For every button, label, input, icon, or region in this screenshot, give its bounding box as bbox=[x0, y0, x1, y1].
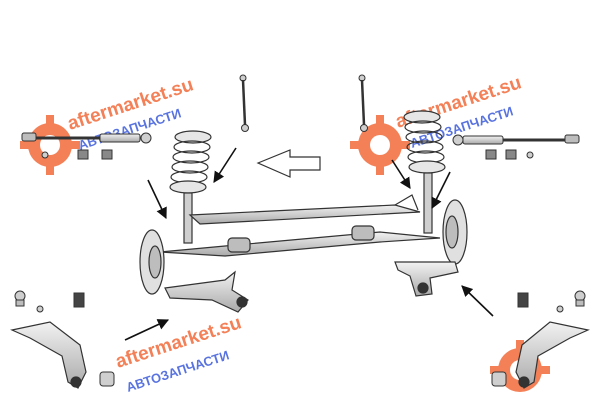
coil-spring-left bbox=[169, 130, 212, 244]
stabilizer-link-left bbox=[239, 74, 249, 132]
control-arm-left bbox=[164, 270, 249, 313]
control-arm-right bbox=[394, 261, 459, 297]
pointer-arrows bbox=[124, 147, 494, 341]
arrow-to-left-spring bbox=[213, 147, 237, 183]
wheel-hub-left bbox=[139, 229, 165, 295]
gear-icon bbox=[20, 115, 80, 175]
tie-rod-right bbox=[452, 134, 580, 160]
wheel-hub-right bbox=[442, 199, 468, 265]
arrow-to-left-strut bbox=[147, 179, 167, 220]
tie-rod-left bbox=[21, 132, 152, 160]
watermark-logo-bottom: aftermarket.su АВТОЗАПЧАСТИ bbox=[113, 312, 550, 395]
loose-control-arm-right bbox=[515, 321, 590, 389]
subframe bbox=[159, 194, 441, 257]
bushing-right-bottom bbox=[491, 371, 507, 387]
ball-joint-right bbox=[556, 290, 586, 313]
stabilizer-link-right bbox=[358, 74, 368, 132]
coil-spring-right bbox=[403, 110, 446, 234]
arrow-to-right-strut bbox=[391, 159, 411, 189]
ball-joint-left bbox=[14, 290, 44, 313]
loose-control-arm-left bbox=[10, 321, 87, 389]
watermark-logo-left: aftermarket.su АВТОЗАПЧАСТИ bbox=[20, 74, 196, 175]
arrow-to-right-spring bbox=[431, 171, 451, 210]
arrow-to-right-arm bbox=[461, 285, 494, 317]
bushing-right bbox=[517, 292, 529, 308]
arrow-to-left-arm bbox=[124, 319, 170, 341]
bushing-left-bottom bbox=[99, 371, 115, 387]
direction-arrow-icon bbox=[256, 149, 321, 178]
bushing-left bbox=[73, 292, 85, 308]
gear-icon bbox=[350, 115, 410, 175]
